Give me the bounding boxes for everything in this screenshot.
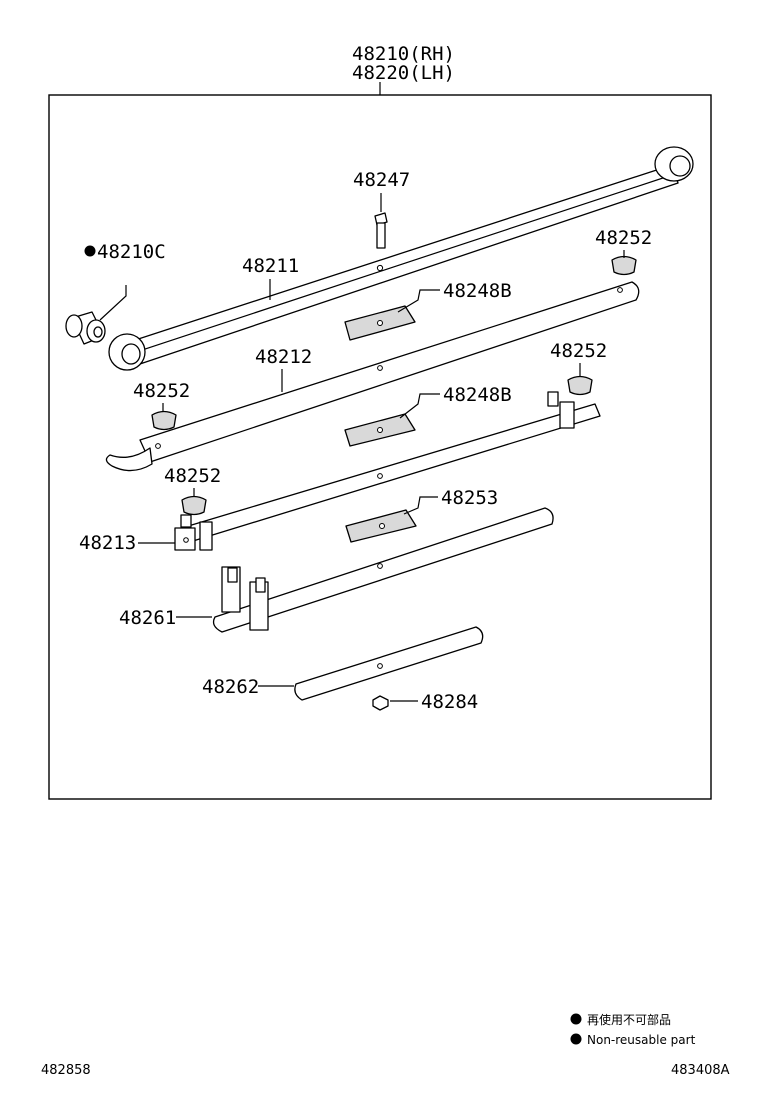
label-48248b-b: 48248B (443, 384, 512, 406)
label-48252-a: 48252 (595, 227, 652, 249)
fourth-leaf-48261 (212, 507, 554, 633)
leader-48248b-b (399, 393, 440, 419)
label-48211: 48211 (242, 255, 299, 277)
label-48252-d: 48252 (164, 465, 221, 487)
label-48253: 48253 (441, 487, 498, 509)
clip-pad-48252-b (151, 410, 177, 431)
assembly-title-lh: 48220(LH) (352, 62, 455, 84)
spacer-hole-a (377, 320, 383, 326)
non-reusable-marker (84, 245, 96, 257)
leader-48253 (403, 496, 438, 515)
clip-pad-48252-d (181, 495, 207, 516)
label-48252-c: 48252 (550, 340, 607, 362)
label-48252-b: 48252 (133, 380, 190, 402)
diagram-frame (48, 94, 712, 800)
spacer-hole-b (377, 427, 383, 433)
label-48284: 48284 (421, 691, 478, 713)
assembly-title-rh: 48210(RH) (352, 43, 455, 65)
label-48248b-a: 48248B (443, 280, 512, 302)
leader-48248b-a (397, 289, 440, 313)
legend-marker-jp (570, 1013, 582, 1025)
footer-right-code: 483408A (671, 1063, 730, 1078)
fifth-leaf-48262 (294, 626, 484, 701)
label-48213: 48213 (79, 532, 136, 554)
leader-48210c (99, 285, 127, 321)
nut-48284 (372, 695, 389, 711)
footer-left-code: 482858 (41, 1063, 91, 1078)
clip-pad-48252-c (567, 375, 593, 396)
label-48210c: 48210C (97, 241, 166, 263)
bushing-48210c (65, 311, 106, 345)
label-48212: 48212 (255, 346, 312, 368)
legend-text-en: Non-reusable part (587, 1033, 696, 1047)
label-48262: 48262 (202, 676, 259, 698)
clip-pad-48252-a (611, 255, 637, 276)
legend-text-jp: 再使用不可部品 (587, 1012, 671, 1027)
third-leaf-48213 (174, 391, 601, 551)
second-leaf-48212 (105, 281, 640, 472)
label-48247: 48247 (353, 169, 410, 191)
main-leaf-48211 (108, 146, 694, 371)
spacer-hole-c (379, 523, 385, 529)
legend-marker-en (570, 1033, 582, 1045)
center-bolt-48247 (374, 212, 388, 249)
label-48261: 48261 (119, 607, 176, 629)
